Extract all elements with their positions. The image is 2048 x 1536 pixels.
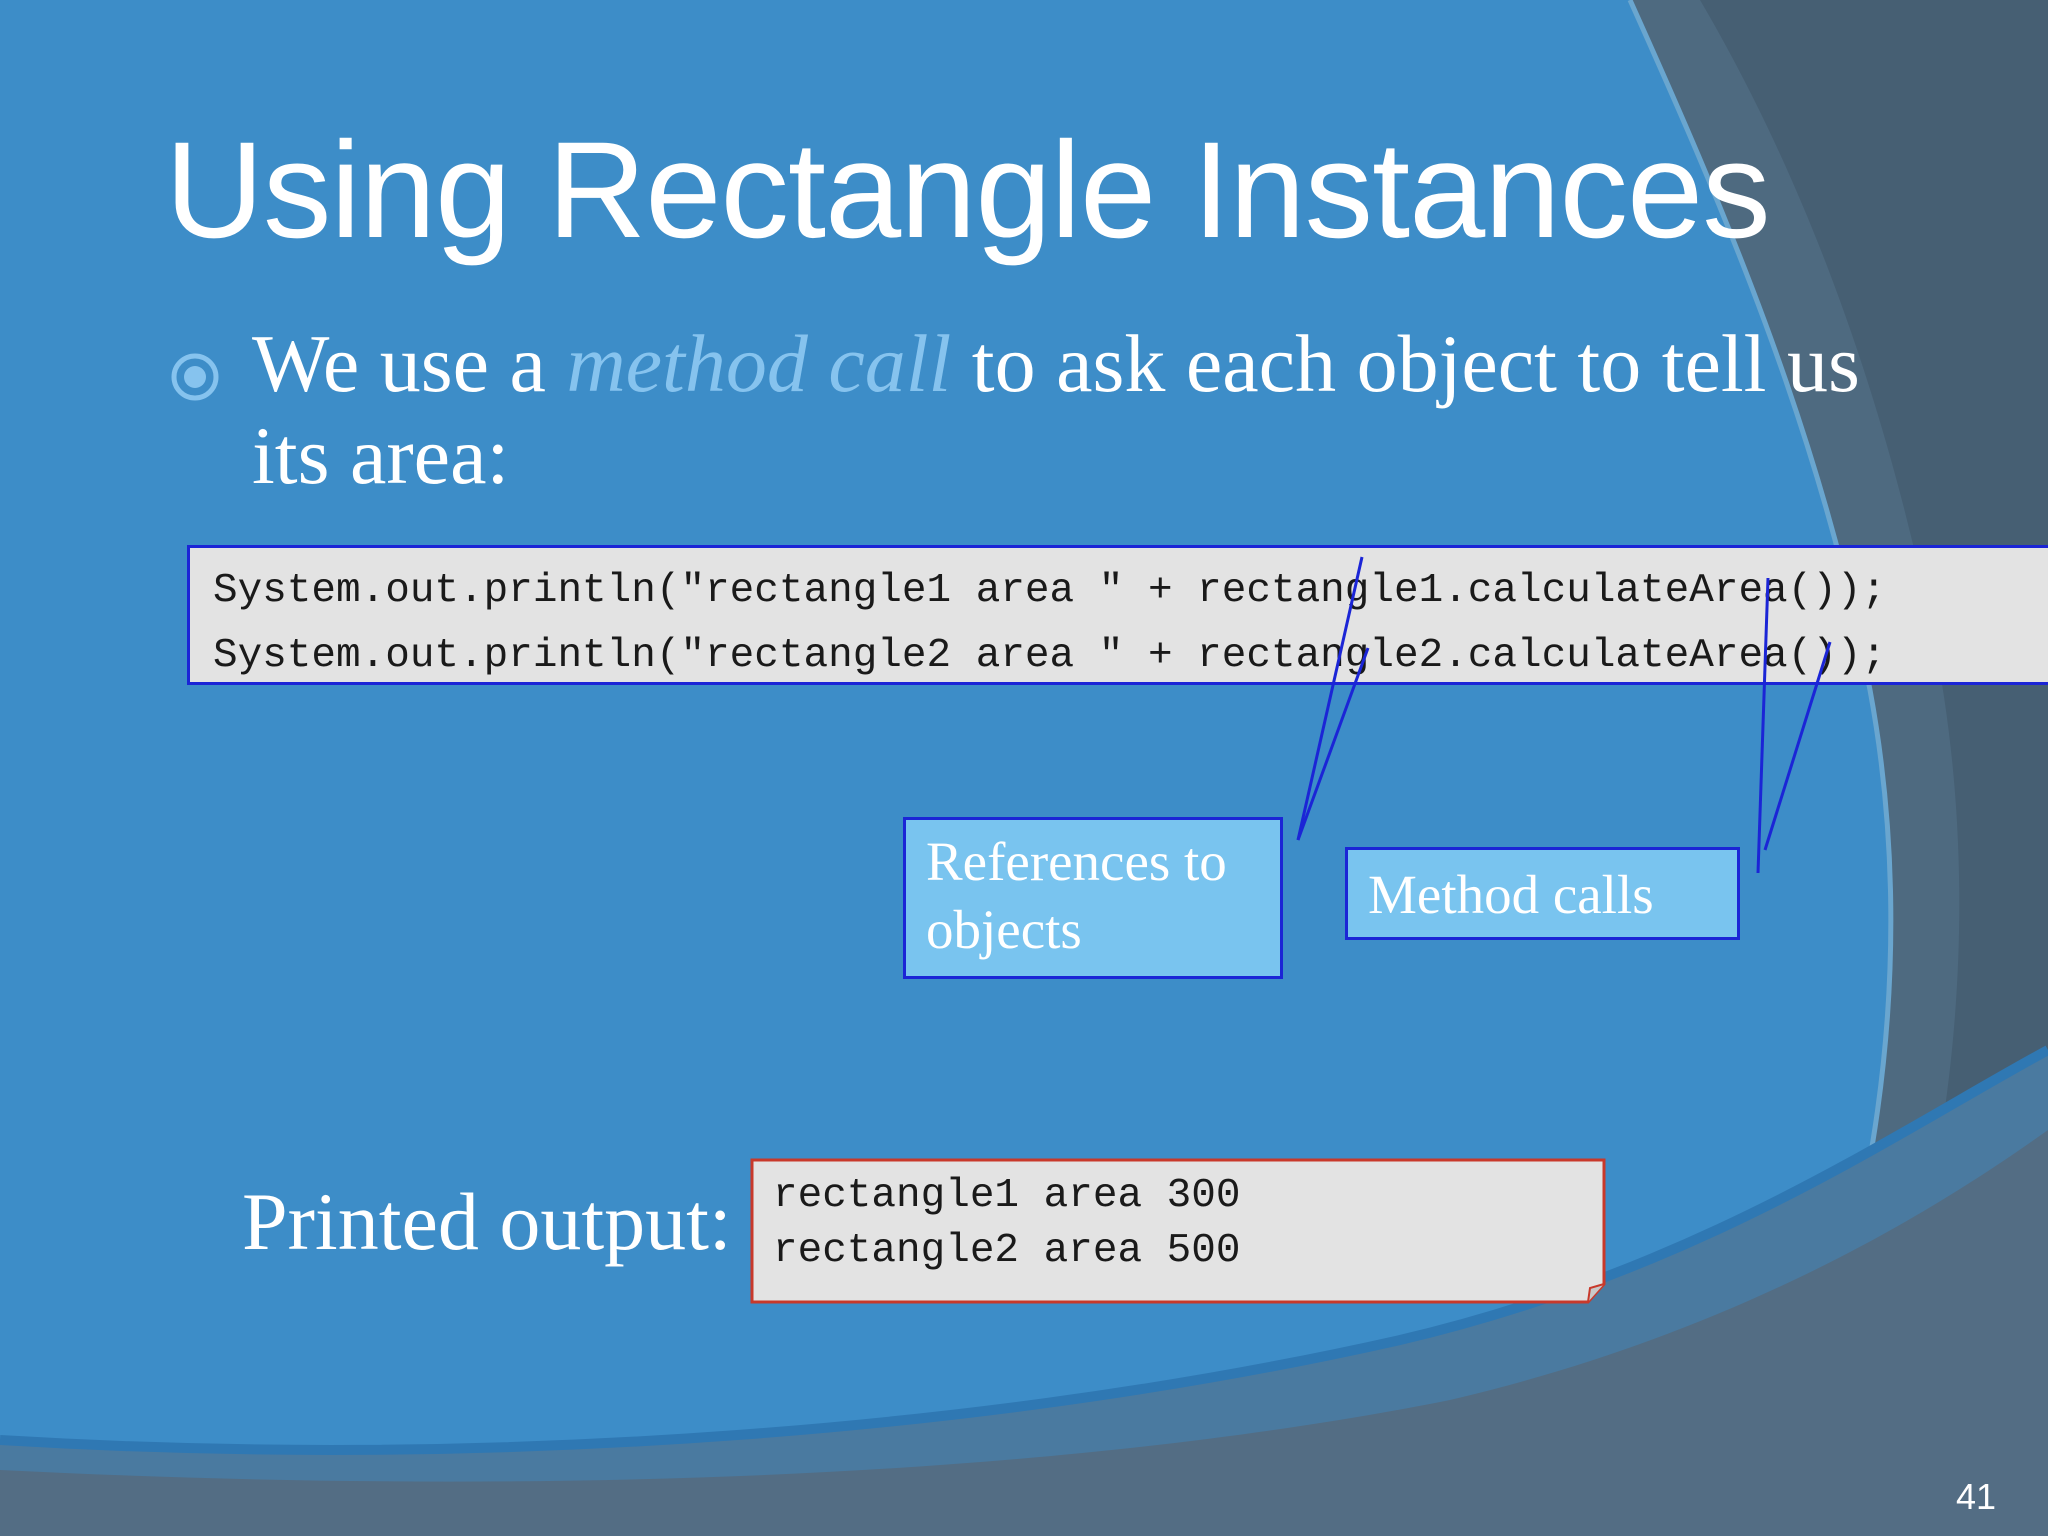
- slide-title: Using Rectangle Instances: [165, 114, 1771, 267]
- code-block: System.out.println("rectangle1 area " + …: [187, 545, 2048, 685]
- printed-output-label: Printed output:: [242, 1176, 732, 1267]
- code-line-1: System.out.println("rectangle1 area " + …: [213, 568, 1887, 614]
- output-box: rectangle1 area 300 rectangle2 area 500: [750, 1158, 1606, 1304]
- method-call-emphasis: method call: [566, 318, 952, 409]
- page-number: 41: [1955, 1476, 1996, 1517]
- code-line-2: System.out.println("rectangle2 area " + …: [213, 633, 1887, 679]
- bullet-text-after: to ask each object to tell us its area:: [252, 318, 1860, 501]
- circle-target-icon: [171, 353, 219, 401]
- references-callout: References to objects: [903, 817, 1283, 979]
- pointer-line-method-2: [1763, 641, 1832, 851]
- pointer-line-method-1: [1756, 577, 1770, 874]
- output-line-1: rectangle1 area 300: [773, 1173, 1241, 1219]
- output-box-frame: [750, 1158, 1606, 1304]
- pointer-line-ref-2: [1296, 647, 1370, 841]
- method-calls-callout: Method calls: [1345, 847, 1740, 940]
- bullet-text: We use a method call to ask each object …: [252, 318, 1872, 502]
- output-line-2: rectangle2 area 500: [773, 1228, 1241, 1274]
- bullet-text-before: We use a: [252, 318, 567, 409]
- pointer-line-ref-1: [1296, 556, 1364, 841]
